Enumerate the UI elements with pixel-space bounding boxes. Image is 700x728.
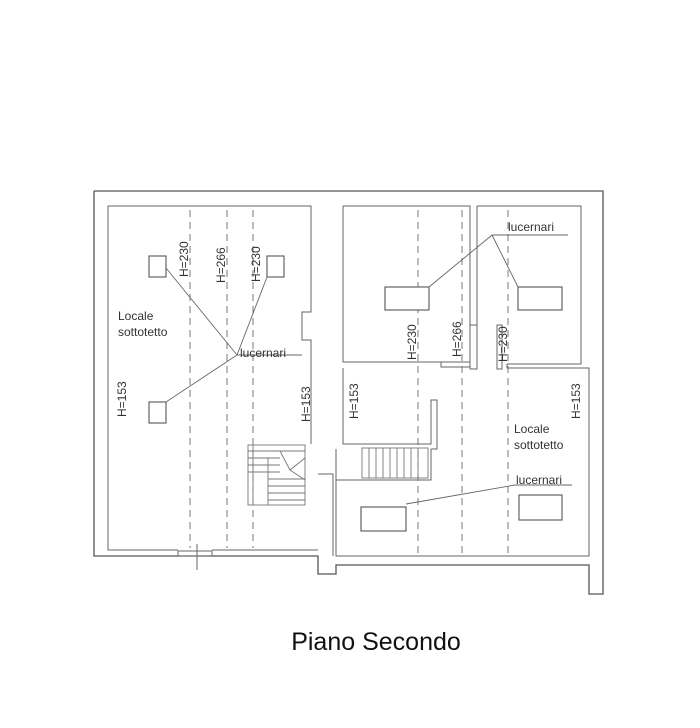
skylight-label-bottom-right: lucernari — [516, 473, 562, 487]
skylight-label-top-right: lucernari — [508, 220, 554, 234]
room-label-right-1: Locale — [514, 422, 550, 436]
skylight — [360, 506, 407, 532]
leader-lines — [165, 234, 572, 505]
skylight — [517, 286, 563, 311]
room-label-left-2: sottotetto — [118, 325, 168, 339]
height-label: H=266 — [450, 321, 464, 357]
skylight-label-left: lucernari — [240, 346, 286, 360]
height-label: H=230 — [405, 324, 419, 360]
height-label: H=230 — [177, 241, 191, 277]
height-label: H=153 — [569, 383, 583, 419]
height-label: H=230 — [496, 326, 510, 362]
height-label: H=153 — [115, 381, 129, 417]
skylight — [148, 255, 167, 278]
room-label-right-2: sottotetto — [514, 438, 564, 452]
height-label: H=266 — [214, 247, 228, 283]
outer-walls — [93, 190, 604, 595]
height-label: H=230 — [249, 246, 263, 282]
staircase-left — [247, 444, 306, 506]
skylight — [518, 494, 563, 521]
skylights — [148, 255, 563, 532]
skylight — [266, 255, 285, 278]
floor-title: Piano Secondo — [291, 628, 461, 656]
height-label: H=153 — [347, 383, 361, 419]
staircase-middle — [361, 447, 429, 479]
room-label-left-1: Locale — [118, 309, 154, 323]
skylight — [384, 286, 430, 311]
inner-walls — [107, 205, 590, 570]
height-label: H=153 — [299, 386, 313, 422]
skylight — [148, 401, 167, 424]
